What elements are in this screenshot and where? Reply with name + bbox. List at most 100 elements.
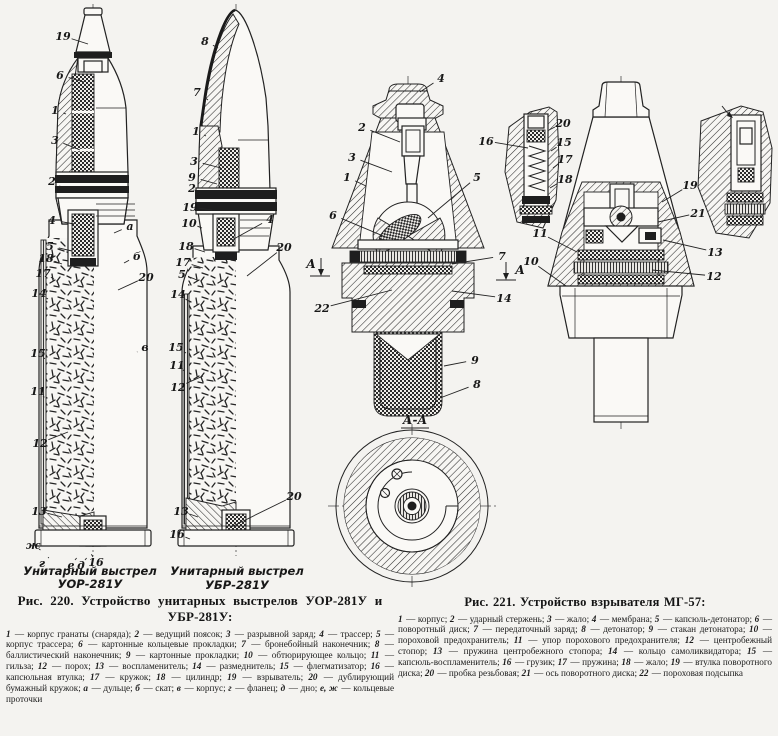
callout-leader-line <box>662 239 707 251</box>
callout-label-ж: ж <box>26 539 41 552</box>
callout-leader-line <box>186 375 204 384</box>
callout-label-16: 16 <box>478 135 494 148</box>
callout-label-14: 14 <box>170 288 185 301</box>
callout-leader-line <box>182 369 185 372</box>
callout-leader-line <box>42 395 45 398</box>
callout-leader-line <box>197 225 203 229</box>
callout-label-7: 7 <box>193 86 201 99</box>
callout-leader-line <box>494 142 529 149</box>
callout-leader-line <box>370 129 401 143</box>
callout-label-20: 20 <box>554 117 571 130</box>
fuze-mg57-main-section: А А <box>305 76 525 424</box>
callout-label-5: 5 <box>473 171 481 184</box>
callout-label-18: 18 <box>178 240 194 253</box>
fig220-legend: 1 — корпус гранаты (снаряда); 2 — ведущи… <box>6 628 395 704</box>
callout-leader-line <box>74 557 77 561</box>
shell-uor-281u-drawing <box>34 4 152 556</box>
fuze-mg57-detail-wedge <box>504 106 560 229</box>
callout-leader-line <box>50 276 55 280</box>
callout-label-12: 12 <box>32 437 48 450</box>
callout-leader-line <box>538 265 567 287</box>
callout-leader-line <box>183 351 187 354</box>
callout-leader-line <box>202 162 222 169</box>
callout-leader-line <box>451 256 494 265</box>
section-label: А-А <box>402 413 428 427</box>
callout-leader-line <box>354 180 367 187</box>
callout-leader-line <box>548 126 556 131</box>
callout-label-1: 1 <box>51 104 59 117</box>
callout-leader-line <box>190 276 198 281</box>
callout-leader-line <box>185 536 191 540</box>
callout-label-д: д <box>77 559 85 572</box>
callout-leader-line <box>427 182 471 219</box>
callout-label-2: 2 <box>47 175 56 188</box>
callout-label-16: 16 <box>88 556 104 569</box>
shell-ubr-281u-drawing <box>177 4 295 556</box>
callout-leader-line <box>204 96 209 101</box>
section-marker-left: А <box>305 257 316 271</box>
callout-label-а: а <box>126 220 133 233</box>
callout-label-10: 10 <box>523 255 539 268</box>
callout-label-13: 13 <box>707 246 723 259</box>
callout-label-5: 5 <box>178 268 186 281</box>
callout-label-17: 17 <box>175 256 191 269</box>
callout-leader-line <box>48 431 69 441</box>
callout-label-20: 20 <box>275 241 292 254</box>
callout-label-12: 12 <box>706 270 722 283</box>
callout-label-11: 11 <box>169 359 184 372</box>
callout-leader-line <box>203 134 207 137</box>
callout-label-13: 13 <box>173 505 189 518</box>
callout-leader-line <box>231 222 263 241</box>
callout-leader-line <box>84 557 87 561</box>
callout-label-18: 18 <box>557 173 573 186</box>
callout-leader-line <box>191 264 204 269</box>
callout-leader-line <box>439 386 469 399</box>
section-marker-right: А <box>514 263 525 277</box>
callout-leader-line <box>549 183 558 189</box>
figures-plate: А А <box>23 4 773 592</box>
fuze-mg57-aa-section: А-А <box>328 413 496 588</box>
callout-leader-line <box>451 290 496 298</box>
callout-leader-line <box>38 548 41 551</box>
callout-label-16: 16 <box>169 528 185 541</box>
callout-label-15: 15 <box>168 341 183 354</box>
callout-label-3: 3 <box>190 155 198 168</box>
callout-label-1: 1 <box>192 125 200 138</box>
callout-label-9: 9 <box>188 171 196 184</box>
callout-leader-line <box>54 260 63 265</box>
fig221-caption: Рис. 221. Устройство взрывателя МГ-57: 1… <box>398 595 772 679</box>
callout-leader-line <box>419 82 434 93</box>
callout-label-2: 2 <box>357 121 366 134</box>
callout-leader-line <box>68 77 85 83</box>
callout-leader-line <box>90 554 94 558</box>
callout-label-11: 11 <box>532 227 547 240</box>
callout-label-18: 18 <box>38 252 54 265</box>
callout-label-14: 14 <box>496 292 511 305</box>
callout-leader-line <box>198 193 201 195</box>
callout-leader-line <box>552 164 559 169</box>
callout-leader-line <box>212 44 219 49</box>
callout-label-4: 4 <box>48 214 56 227</box>
callout-leader-line <box>117 280 139 291</box>
callout-label-9: 9 <box>471 354 479 367</box>
callout-leader-line <box>60 221 75 225</box>
callout-label-15: 15 <box>30 347 45 360</box>
callout-label-е: е <box>68 559 75 572</box>
callout-leader-line <box>194 248 206 253</box>
callout-label-3: 3 <box>348 151 356 164</box>
shell1-caption-line2: УОР-281У <box>58 577 124 591</box>
callout-label-6: 6 <box>56 69 64 82</box>
callout-leader-line <box>63 142 81 151</box>
callout-leader-line <box>185 298 191 303</box>
fig221-title: Рис. 221. Устройство взрывателя МГ-57: <box>464 595 706 609</box>
callout-leader-line <box>113 229 122 234</box>
fuze-mg57-right-view <box>547 76 695 430</box>
callout-label-20: 20 <box>285 490 302 503</box>
shell2-caption-line1: Унитарный выстрел <box>170 564 304 578</box>
callout-label-17: 17 <box>557 153 573 166</box>
callout-leader-line <box>341 218 389 239</box>
callout-leader-line <box>657 214 690 223</box>
